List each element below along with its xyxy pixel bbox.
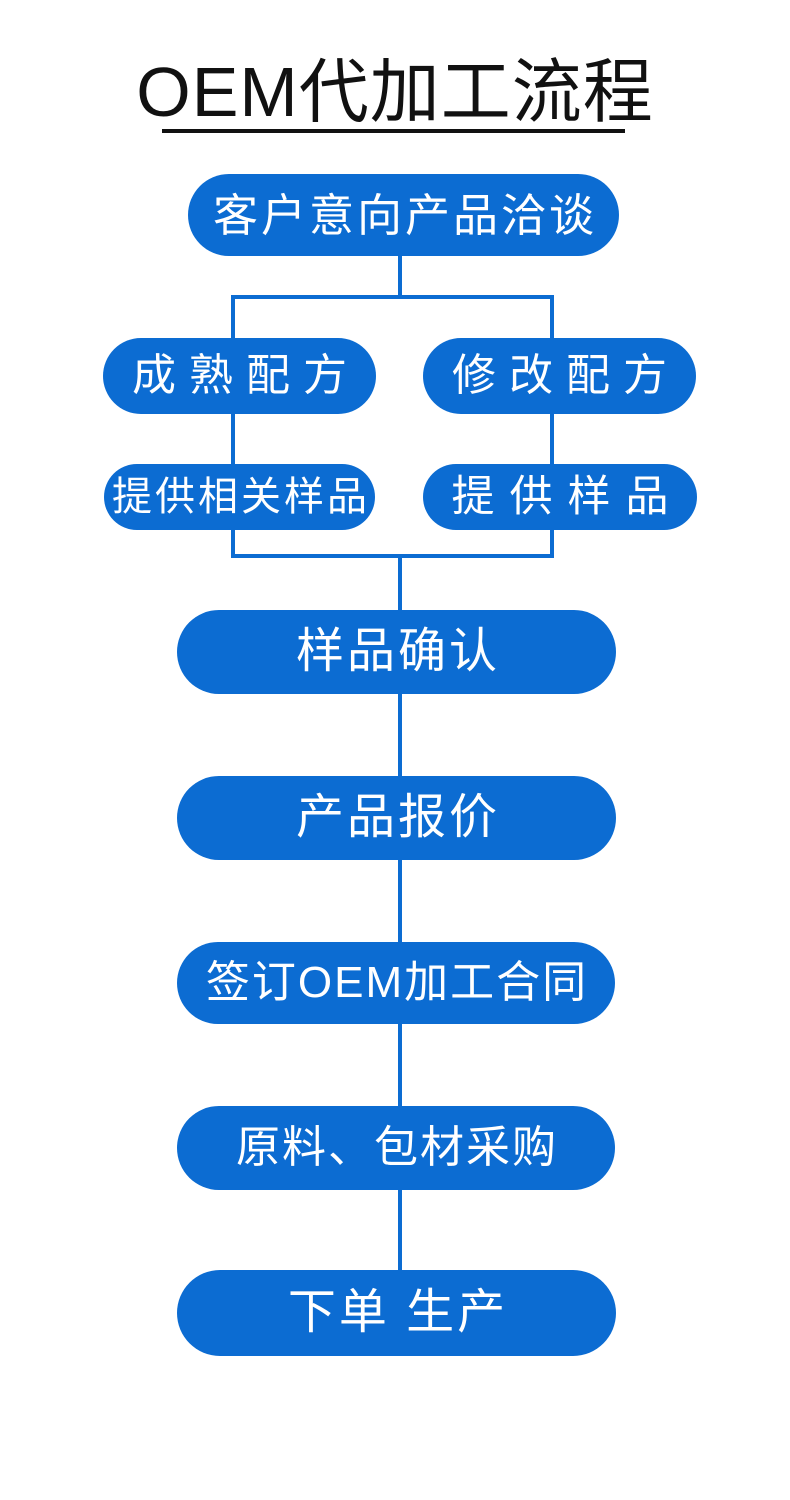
flow-node-product-quote: 产品报价 — [177, 776, 616, 860]
flow-node-sign-contract: 签订OEM加工合同 — [177, 942, 615, 1024]
connector-quote-to-contract — [398, 856, 402, 946]
flow-node-provide-samples: 提供样品 — [423, 464, 697, 530]
connector-merge-to-confirm — [398, 554, 402, 614]
flow-node-mature-formula: 成熟配方 — [103, 338, 376, 414]
connector-split-horizontal — [231, 295, 554, 299]
flow-node-sample-confirm: 样品确认 — [177, 610, 616, 694]
connector-top-vertical — [398, 252, 402, 299]
connector-right-branch-vertical — [550, 295, 554, 558]
connector-contract-to-purchase — [398, 1020, 402, 1110]
flow-node-order-production: 下单 生产 — [177, 1270, 616, 1356]
connector-left-branch-vertical — [231, 295, 235, 558]
flow-node-provide-related-samples: 提供相关样品 — [104, 464, 375, 530]
connector-confirm-to-quote — [398, 690, 402, 780]
title-underline — [162, 129, 625, 133]
flow-node-modify-formula: 修改配方 — [423, 338, 696, 414]
flow-node-material-purchase: 原料、包材采购 — [177, 1106, 615, 1190]
page-title: OEM代加工流程 — [136, 53, 654, 131]
connector-merge-horizontal — [231, 554, 554, 558]
flow-node-customer-negotiation: 客户意向产品洽谈 — [188, 174, 619, 256]
connector-purchase-to-order — [398, 1186, 402, 1274]
